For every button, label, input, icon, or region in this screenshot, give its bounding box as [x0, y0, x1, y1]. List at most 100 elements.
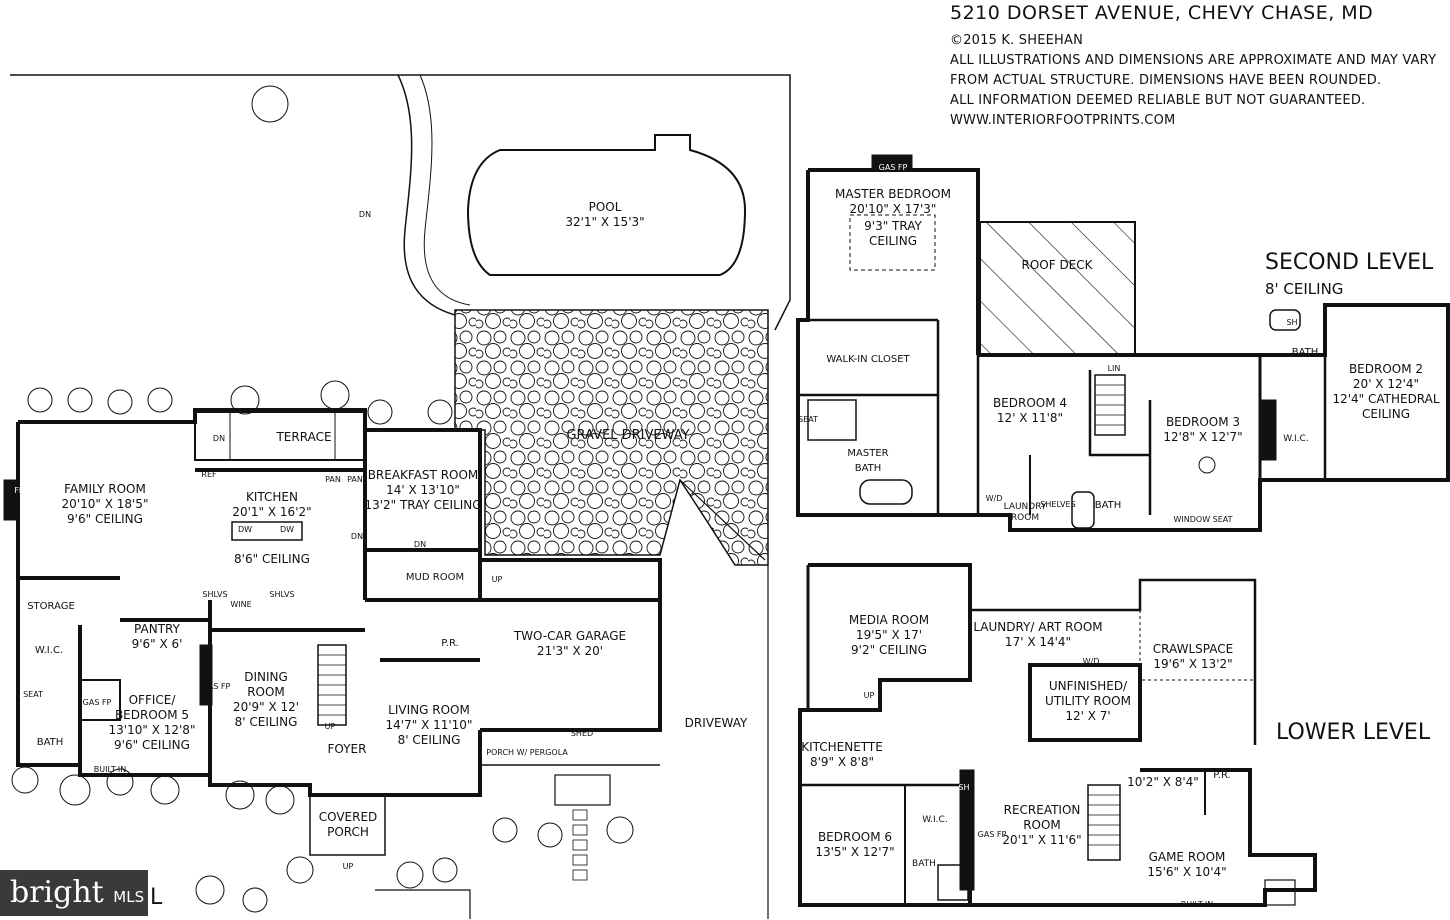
- kitchen-island: [231, 521, 303, 541]
- linen-label: LIN: [1107, 364, 1121, 373]
- second-bath-label: BATH: [1094, 500, 1122, 511]
- kitchen-dn-label: DN: [350, 532, 364, 541]
- main-bath-label: BATH: [36, 737, 64, 748]
- disclaimer-line-3: ALL INFORMATION DEEMED RELIABLE BUT NOT …: [950, 93, 1366, 108]
- terrace-label: TERRACE: [276, 430, 332, 444]
- lower-gasfp-label: GAS FP: [977, 830, 1007, 839]
- main-level-title-partial: L: [150, 885, 163, 910]
- gravel-driveway-label: GRAVEL DRIVEWAY: [566, 428, 690, 443]
- mud-room-label: MUD ROOM: [405, 572, 465, 583]
- shed-label: SHED: [570, 729, 594, 738]
- lower-bath-label: BATH: [912, 859, 936, 869]
- family-fp-label: FP: [14, 486, 24, 495]
- pergola-label: PORCH W/ PERGOLA: [486, 748, 568, 757]
- main-seat-label: SEAT: [23, 690, 43, 699]
- main-level-plan: [3, 74, 791, 919]
- lower-wic-label: W.I.C.: [922, 815, 948, 825]
- dining-gasfp-label: GAS FP: [201, 682, 231, 691]
- second-level-title: SECOND LEVEL: [1265, 250, 1434, 275]
- disclaimer-line-1: ALL ILLUSTRATIONS AND DIMENSIONS ARE APP…: [950, 53, 1437, 68]
- website: WWW.INTERIORFOOTPRINTS.COM: [950, 113, 1176, 128]
- shlvs-label-1: SHLVS: [202, 590, 228, 599]
- second-wic-label: W.I.C.: [1283, 434, 1309, 444]
- window-seat-label: WINDOW SEAT: [1173, 515, 1233, 524]
- pool-outline: [466, 134, 747, 276]
- second-sh-label: SH: [1286, 318, 1298, 327]
- pool-walk: [397, 74, 456, 316]
- lower-level-title: LOWER LEVEL: [1276, 720, 1431, 745]
- bright-mls-logo: bright MLS: [0, 870, 148, 916]
- gravel-driveway: [454, 309, 769, 566]
- roof-deck: [979, 221, 1136, 356]
- foyer-label: FOYER: [327, 742, 367, 756]
- roof-deck-label: ROOF DECK: [1021, 258, 1093, 272]
- lot-line: [10, 74, 791, 331]
- second-level-ceiling: 8' CEILING: [1265, 280, 1344, 298]
- lower-sh-label: SH: [958, 783, 970, 792]
- lower-pr-label: P.R.: [1213, 770, 1231, 781]
- lower-small-room-dims: 10'2" X 8'4": [1127, 775, 1199, 789]
- lower-level-plan: [798, 563, 1317, 907]
- office-gasfp-label: GAS FP: [82, 698, 112, 707]
- covered-porch: [309, 794, 386, 856]
- second-bath-2-label: BATH: [1291, 347, 1319, 358]
- pool-dn-label: DN: [358, 210, 372, 219]
- lower-up-label: UP: [863, 691, 875, 700]
- shlvs-label-2: SHLVS: [269, 590, 295, 599]
- second-level-plan: [796, 154, 1450, 532]
- pan-label-2: PAN: [347, 475, 363, 484]
- ref-label: REF: [201, 470, 217, 479]
- main-pr-label: P.R.: [441, 638, 459, 649]
- dw-label-2: DW: [279, 525, 295, 534]
- second-wd-label: W/D: [985, 494, 1003, 503]
- shelves-label: SHELVES: [1040, 500, 1076, 509]
- terrace: [194, 411, 366, 461]
- mud-dn-label: DN: [413, 540, 427, 549]
- storage-label: STORAGE: [27, 601, 75, 612]
- walkin-closet-label: WALK-IN CLOSET: [826, 354, 910, 365]
- main-builtin-label: BUILT-IN: [93, 765, 127, 774]
- master-gasfp-label: GAS FP: [878, 163, 908, 172]
- trees: [11, 85, 634, 913]
- disclaimer-line-2: FROM ACTUAL STRUCTURE. DIMENSIONS HAVE B…: [950, 73, 1382, 88]
- terrace-dn-label: DN: [212, 434, 226, 443]
- lower-wd-label: W/D: [1082, 657, 1100, 666]
- address-title: 5210 DORSET AVENUE, CHEVY CHASE, MD: [950, 2, 1374, 24]
- stair-up-label: UP: [324, 722, 336, 731]
- main-wic-label: W.I.C.: [34, 645, 64, 656]
- second-seat-label: SEAT: [798, 415, 818, 424]
- garage-up-label: UP: [491, 575, 503, 584]
- dw-label-1: DW: [237, 525, 253, 534]
- pan-label-1: PAN: [325, 475, 341, 484]
- lower-builtin-label: BUILT-IN: [1180, 900, 1214, 909]
- copyright: ©2015 K. SHEEHAN: [950, 33, 1084, 48]
- porch-up-label: UP: [342, 862, 354, 871]
- driveway-label: DRIVEWAY: [684, 716, 748, 730]
- wine-label: WINE: [230, 600, 252, 609]
